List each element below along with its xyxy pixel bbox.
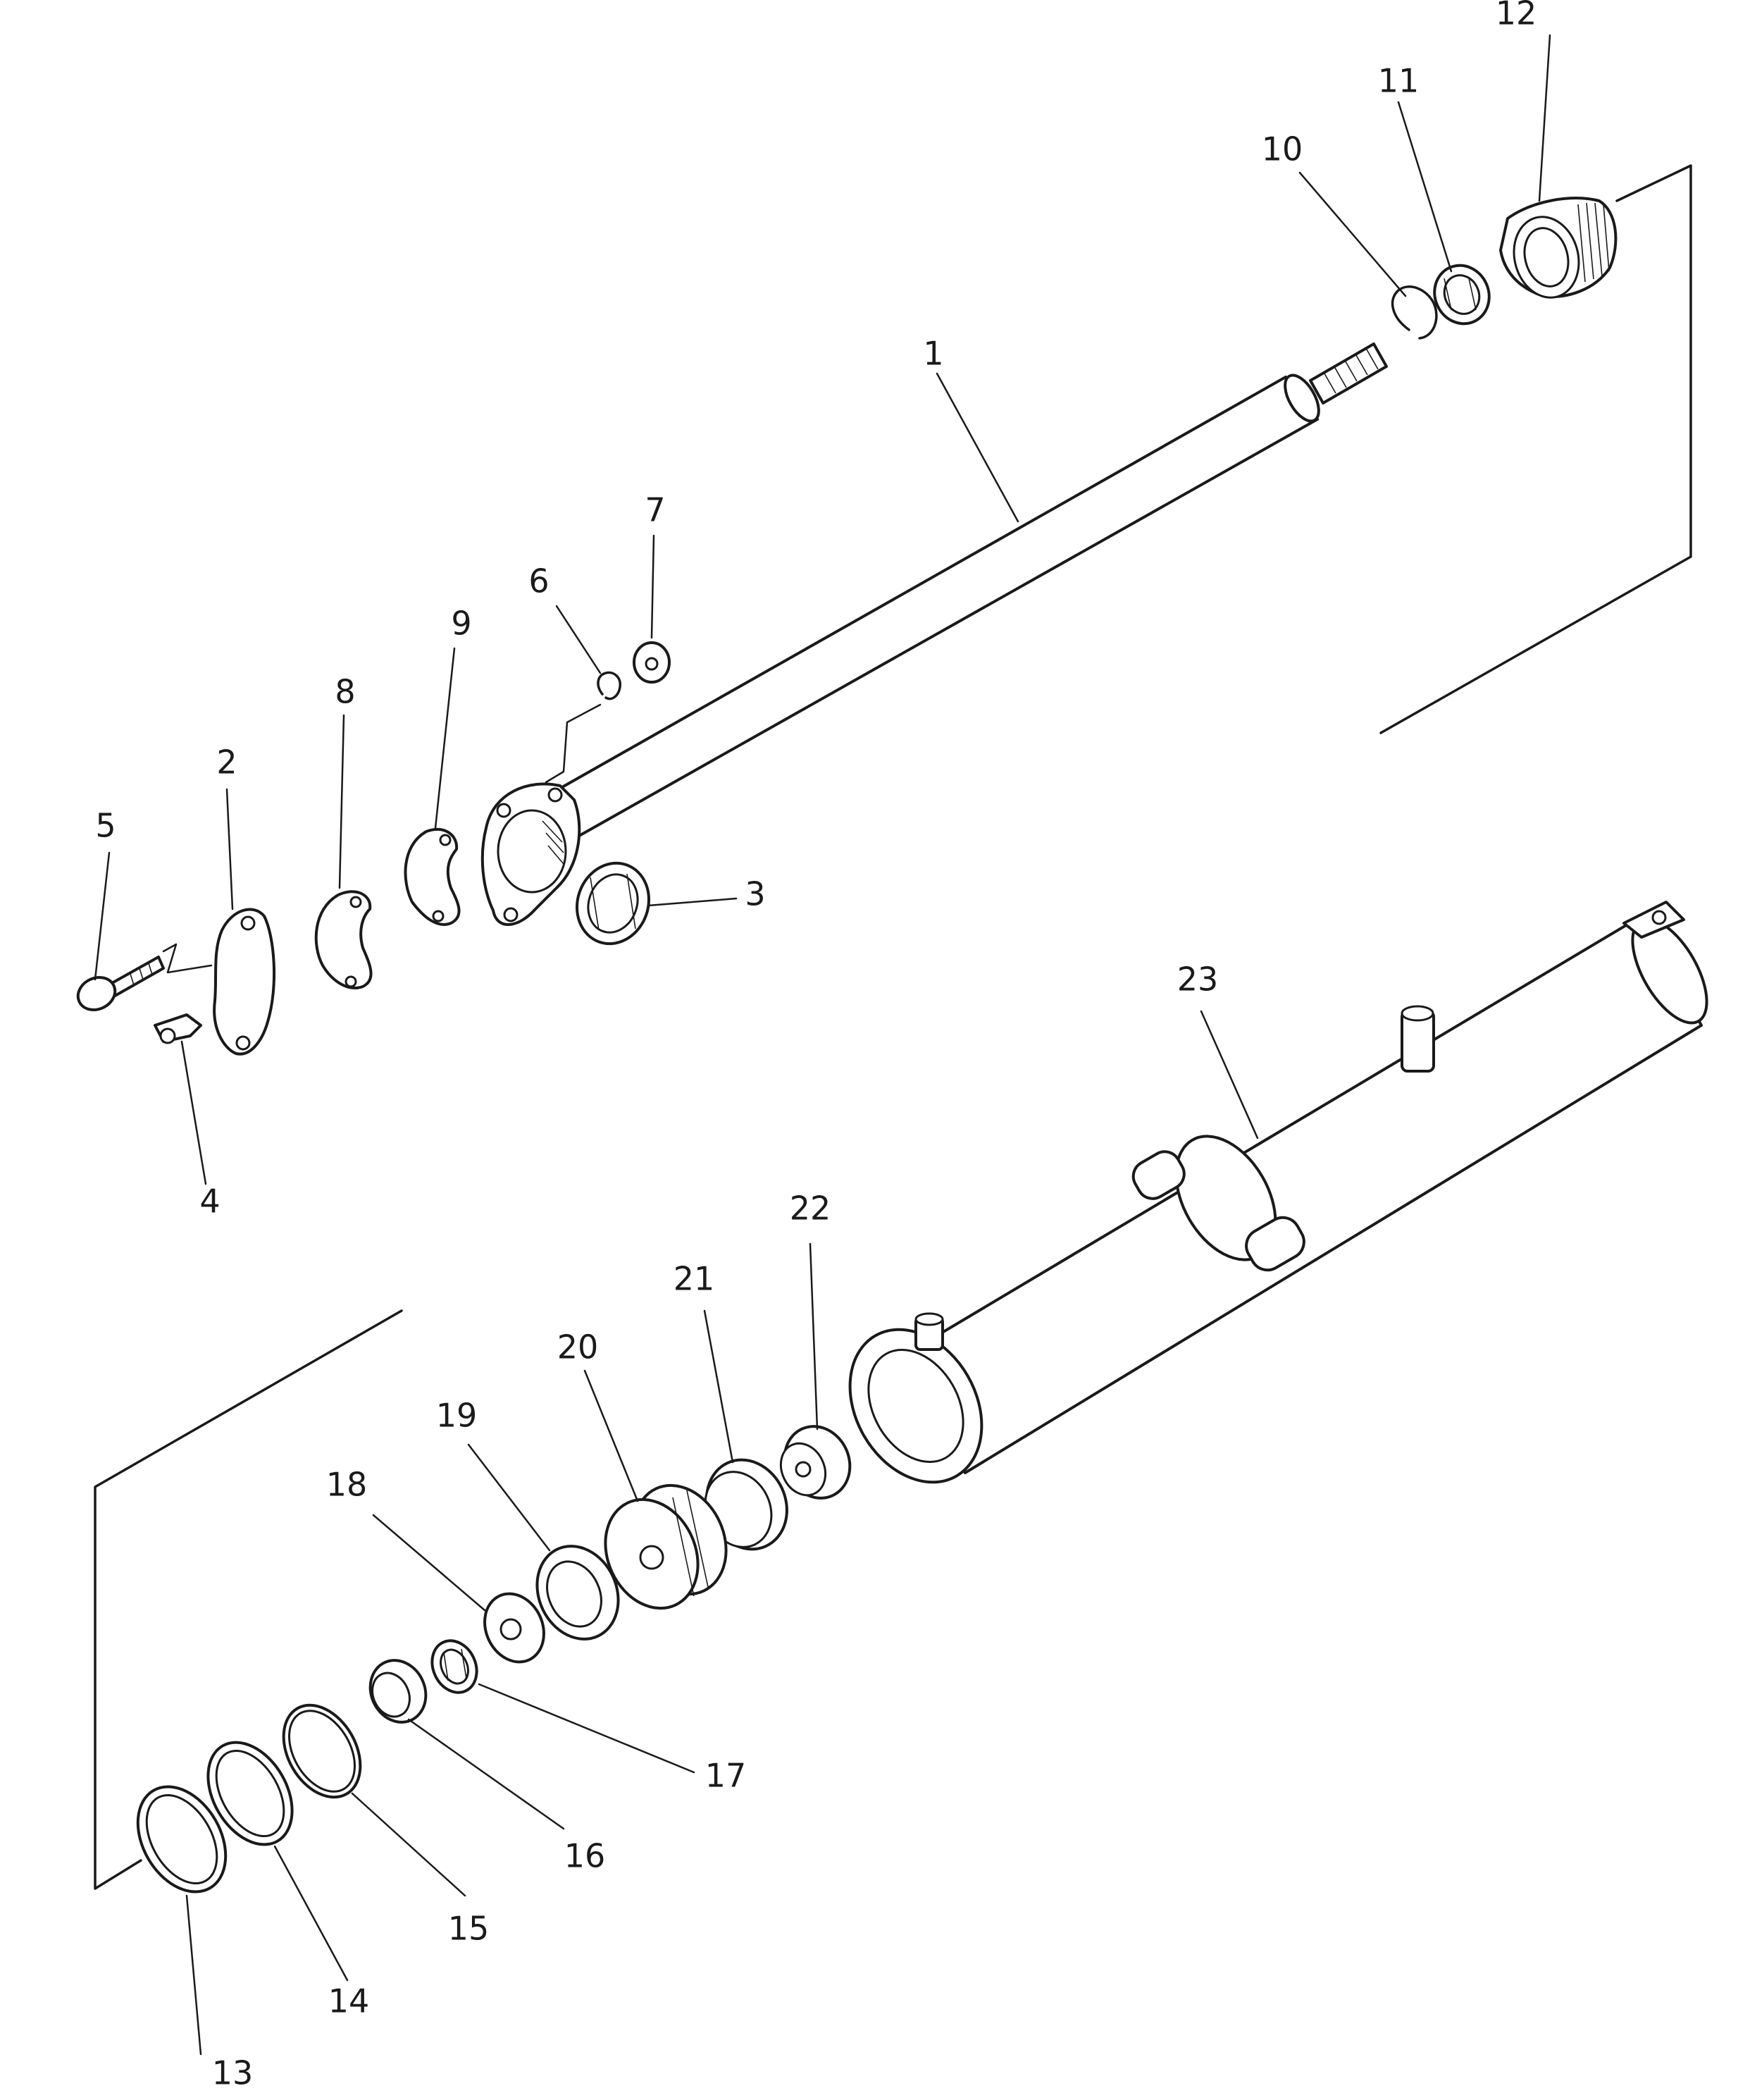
cap [162,908,276,1056]
bolt [76,956,165,1011]
bushing [1433,264,1491,326]
callout-12: 12 [1496,0,1537,32]
cylinder-tube [848,901,1708,1484]
callout-11: 11 [1378,62,1420,100]
rod-bushing [430,1639,478,1694]
shim-2 [314,890,373,989]
callout-9: 9 [451,605,471,643]
callout-19: 19 [436,1397,478,1435]
callout-18: 18 [326,1466,368,1504]
snap-ring [1391,285,1438,340]
callout-21: 21 [674,1260,715,1298]
wear-ring [704,1458,788,1551]
callout-14: 14 [328,1982,370,2020]
group-bracket-upper [1379,164,1692,734]
callout-1: 1 [923,335,943,373]
nut [633,641,671,684]
callout-22: 22 [790,1190,831,1228]
piston [604,1483,728,1610]
callout-4: 4 [199,1182,220,1221]
callout-8: 8 [335,673,355,711]
group-bracket-lower [94,1309,403,1890]
callout-labels: 1 2 3 4 5 6 7 8 9 10 11 12 13 14 15 16 1… [95,0,1537,2092]
callout-23: 23 [1177,961,1219,999]
callout-20: 20 [557,1328,599,1366]
collar [368,1659,428,1724]
washer [483,1592,545,1664]
callout-2: 2 [216,743,237,782]
seal [575,861,651,946]
grease-fitting [154,1013,202,1044]
shim [404,827,461,926]
dust-seal [136,1785,228,1894]
piston-nut [779,1425,852,1500]
callout-17: 17 [705,1757,747,1795]
piston-seal [535,1545,620,1641]
callout-7: 7 [645,491,665,529]
callout-13: 13 [212,2054,254,2092]
backup-ring [206,1741,294,1846]
callout-16: 16 [564,1837,606,1875]
callout-5: 5 [95,807,116,845]
gland-nut [1499,197,1618,299]
piston-rod [480,342,1388,926]
callout-3: 3 [745,875,765,913]
callout-10: 10 [1262,130,1303,168]
o-ring [282,1703,362,1799]
circlip [545,671,621,784]
callout-15: 15 [448,1910,490,1948]
leader-lines [94,34,1551,2056]
callout-6: 6 [528,562,549,600]
